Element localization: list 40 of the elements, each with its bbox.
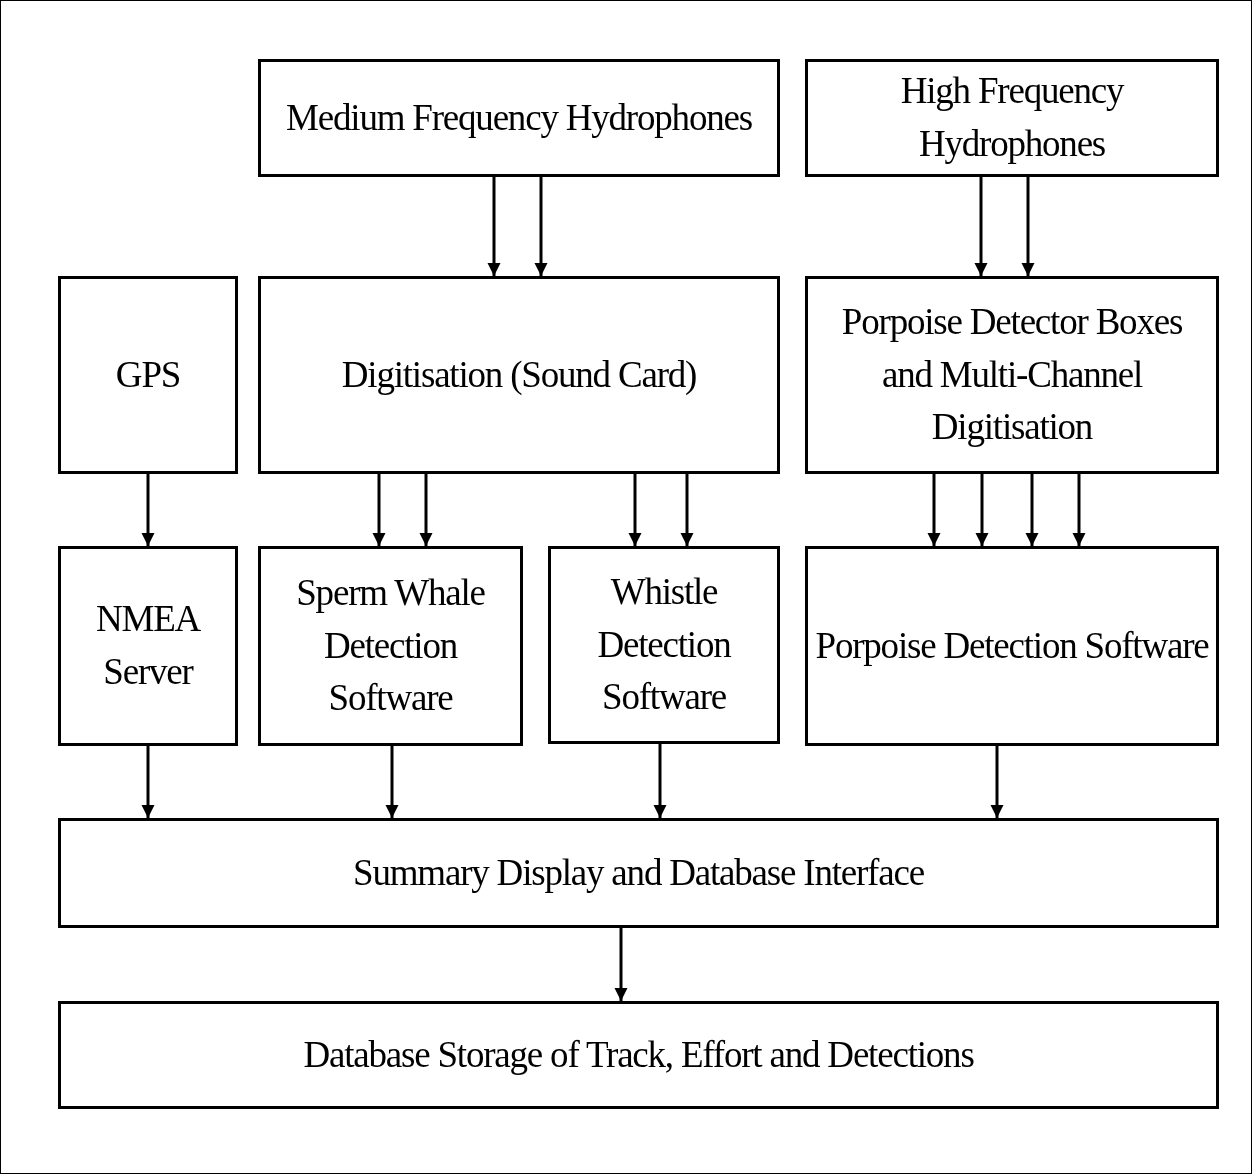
process-box: [805, 546, 1219, 746]
arrow: [534, 177, 548, 276]
box-label: Database Storage of Track, Effort and Detections: [303, 1032, 974, 1077]
box-label: GPS: [115, 352, 181, 397]
arrow: [975, 474, 989, 546]
process-box: [548, 546, 780, 744]
arrow: [614, 928, 628, 1001]
process-box: [258, 276, 780, 474]
process-box: [58, 818, 1219, 928]
arrow: [141, 474, 155, 546]
arrow: [974, 177, 988, 276]
box-label: Summary Display and Database Interface: [353, 850, 924, 895]
arrow: [653, 744, 667, 818]
box-label: Porpoise Detection Software: [815, 623, 1209, 668]
arrow: [385, 746, 399, 818]
arrow: [141, 746, 155, 818]
process-box: [805, 276, 1219, 474]
arrow: [628, 474, 642, 546]
box-label: Sperm Whale Detection Software: [295, 571, 486, 721]
process-box: [58, 276, 238, 474]
process-box: [58, 546, 238, 746]
process-box: [805, 59, 1219, 177]
process-box: [258, 546, 523, 746]
arrow: [990, 746, 1004, 818]
arrow: [419, 474, 433, 546]
box-label: Medium Frequency Hydrophones: [286, 95, 752, 140]
box-label: Porpoise Detector Boxes and Multi-Channel Digitisation: [840, 300, 1184, 450]
process-box: [258, 59, 780, 177]
box-label: NMEA Server: [94, 597, 202, 694]
arrow: [1025, 474, 1039, 546]
arrow: [1021, 177, 1035, 276]
box-label: Digitisation (Sound Card): [341, 352, 697, 397]
arrow: [487, 177, 501, 276]
arrow: [1072, 474, 1086, 546]
box-label: High Frequency Hydrophones: [899, 69, 1125, 166]
arrow: [372, 474, 386, 546]
process-box: [58, 1001, 1219, 1109]
arrow: [680, 474, 694, 546]
arrow: [927, 474, 941, 546]
box-label: Whistle Detection Software: [596, 570, 732, 720]
